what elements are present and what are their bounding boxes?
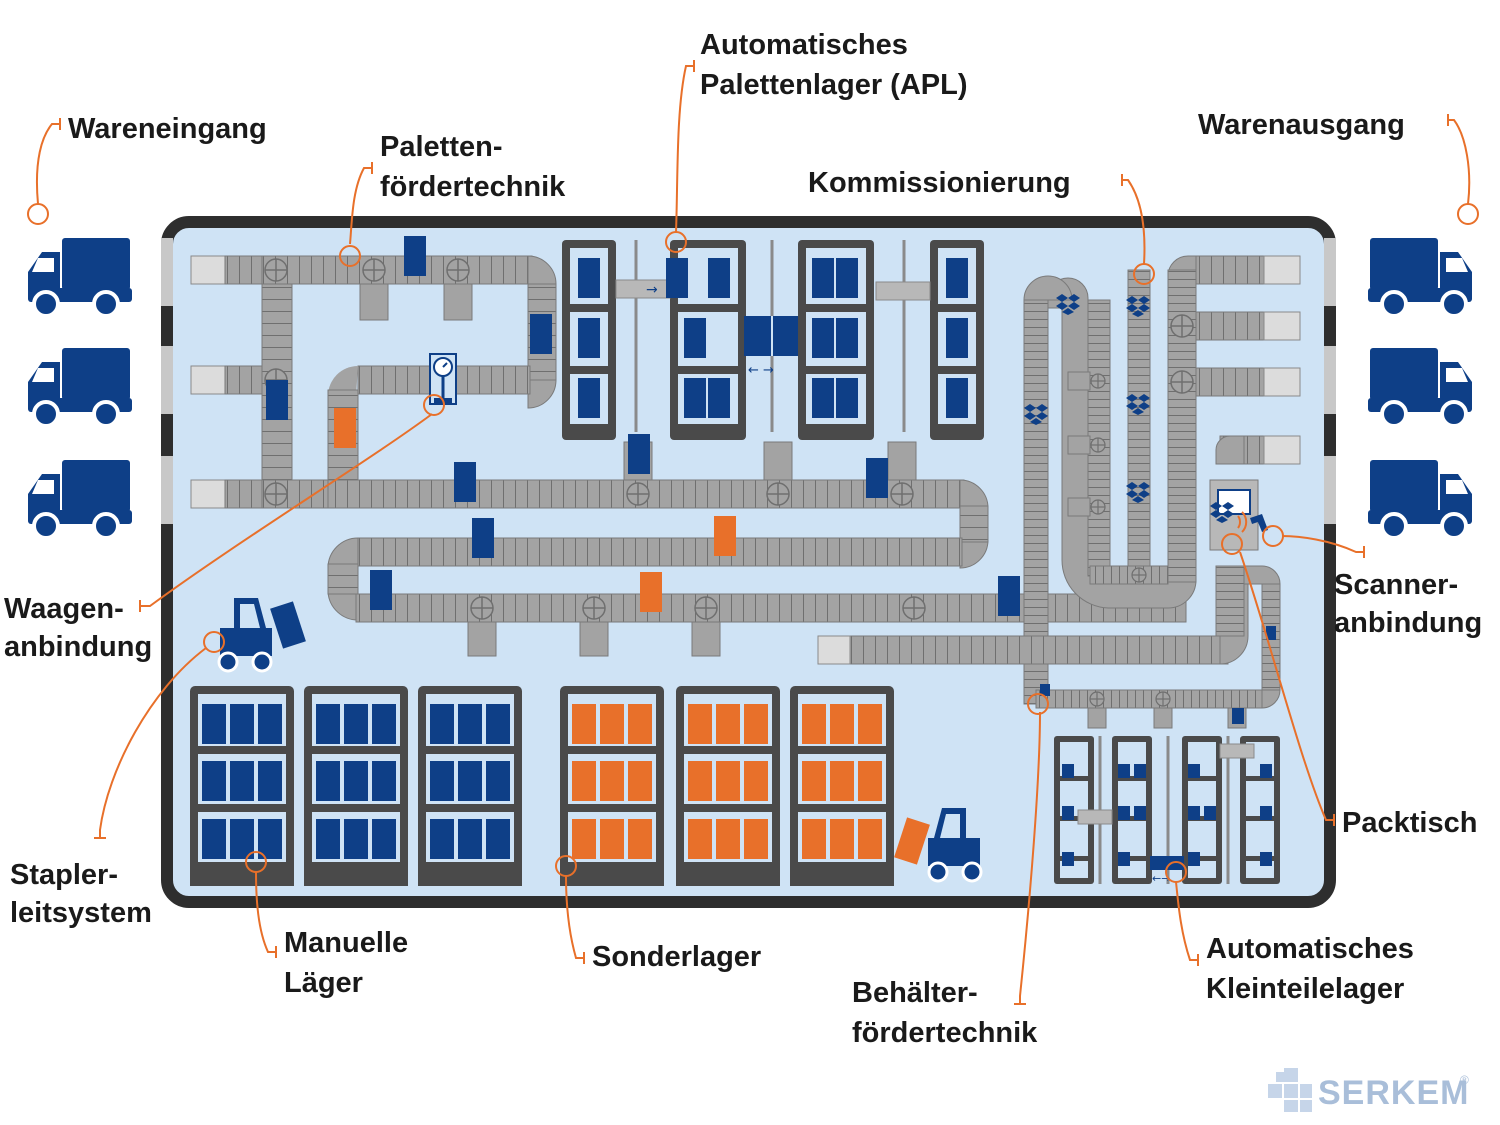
scanner-icon	[1237, 511, 1268, 533]
label-manuelle-laeger-1: Manuelle	[284, 927, 408, 959]
truck-icon	[26, 458, 134, 540]
pallet-conveyor	[190, 236, 1187, 657]
label-warenausgang: Warenausgang	[1198, 109, 1405, 141]
svg-text:← →: ← →	[748, 363, 774, 378]
label-behaelterfoerdertechnik-1: Behälter-	[852, 977, 978, 1009]
manual-storage	[190, 686, 522, 886]
svg-text:→: →	[646, 282, 658, 298]
label-akl-2: Kleinteilelager	[1206, 973, 1404, 1005]
scale-icon	[429, 353, 457, 405]
label-staplerleitsystem-2: leitsystem	[10, 897, 152, 929]
label-staplerleitsystem-1: Stapler-	[10, 859, 118, 891]
label-waagenanbindung-2: anbindung	[4, 631, 152, 663]
label-apl-2: Palettenlager (APL)	[700, 69, 968, 101]
leader-lines	[27, 60, 1479, 1005]
truck-icon	[1366, 458, 1474, 540]
label-wareneingang: Wareneingang	[68, 113, 267, 145]
special-storage	[560, 686, 894, 886]
outbound-trucks	[1366, 236, 1474, 540]
automatic-pallet-warehouse: → ← →	[562, 240, 984, 440]
truck-icon	[26, 236, 134, 318]
label-waagenanbindung-1: Waagen-	[4, 593, 124, 625]
truck-icon	[1366, 236, 1474, 318]
label-scanneranbindung-2: anbindung	[1334, 607, 1482, 639]
automatic-small-parts-warehouse: ←→	[1054, 736, 1280, 885]
truck-icon	[26, 346, 134, 428]
label-palettenfoerdertechnik-1: Paletten-	[380, 131, 502, 163]
label-manuelle-laeger-2: Läger	[284, 967, 363, 999]
bin-conveyor	[817, 255, 1301, 729]
label-kommissionierung: Kommissionierung	[808, 167, 1071, 199]
logo-text: SERKEM	[1318, 1074, 1469, 1112]
labels: Wareneingang Paletten- fördertechnik Aut…	[4, 29, 1482, 1049]
label-scanneranbindung-1: Scanner-	[1334, 569, 1458, 601]
logo-mark-icon	[1268, 1068, 1312, 1112]
serkem-logo: SERKEM ®	[1268, 1068, 1469, 1112]
inbound-trucks	[26, 236, 134, 540]
forklift-icon	[894, 806, 983, 883]
label-packtisch: Packtisch	[1342, 807, 1477, 839]
truck-icon	[1366, 346, 1474, 428]
label-akl-1: Automatisches	[1206, 933, 1414, 965]
forklift-icon	[217, 596, 306, 673]
packing-table	[1209, 479, 1268, 551]
label-behaelterfoerdertechnik-2: fördertechnik	[852, 1017, 1038, 1049]
label-apl-1: Automatisches	[700, 29, 908, 61]
label-palettenfoerdertechnik-2: fördertechnik	[380, 171, 566, 203]
label-sonderlager: Sonderlager	[592, 941, 761, 973]
logo-registered-mark: ®	[1460, 1073, 1469, 1087]
